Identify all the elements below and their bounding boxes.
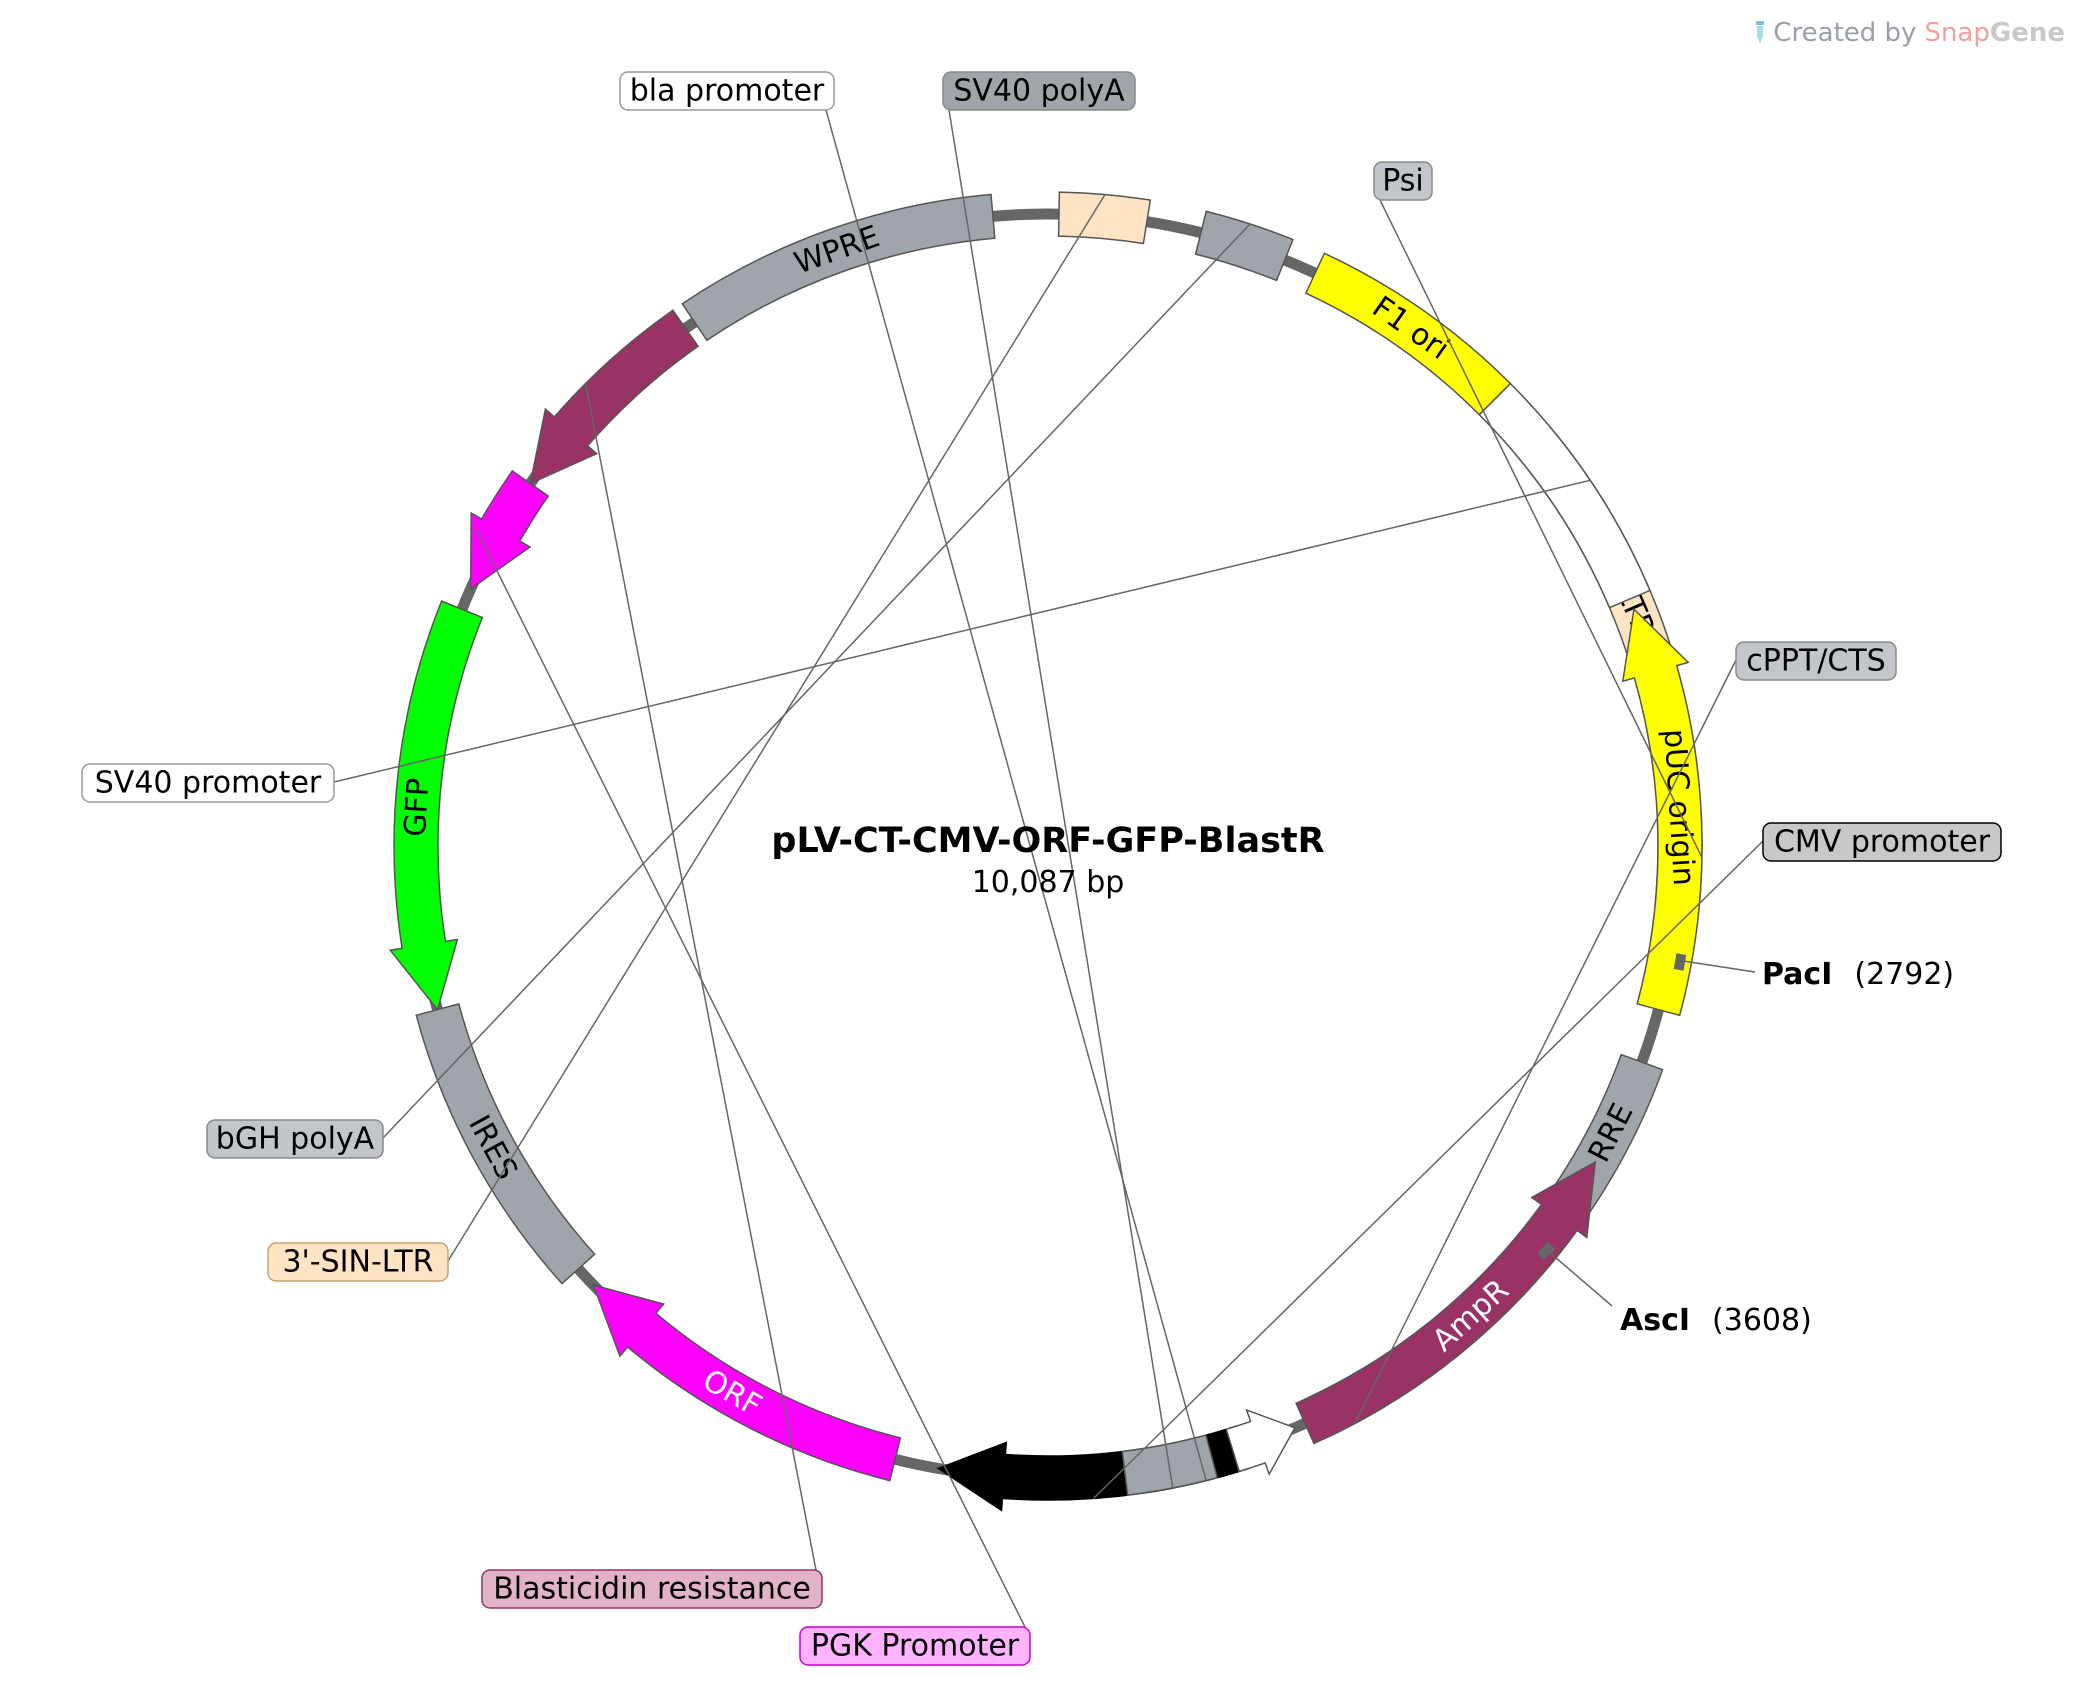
site-paci[interactable]: PacI (2792) <box>1673 953 1954 992</box>
label-cmv-text: CMV promoter <box>1774 825 1991 860</box>
label-sv40pa-text: SV40 polyA <box>953 74 1125 109</box>
feature-puc[interactable]: pUC origin <box>1621 607 1703 1017</box>
label-pgk-text: PGK Promoter <box>811 1629 1020 1664</box>
label-psi-box <box>1373 161 1433 201</box>
label-bgh-text: bGH polyA <box>216 1122 375 1157</box>
site-asci[interactable]: AscI (3608) <box>1536 1241 1812 1338</box>
svg-text:PacI(2792): PacI (2792) <box>1762 957 1954 992</box>
label-blast[interactable]: Blasticidin resistance <box>481 1569 823 1609</box>
labels-layer: bla promoter SV40 polyA Psi cPPT/CTS CMV pro… <box>81 71 2002 1666</box>
label-cmv-box <box>1762 822 2002 862</box>
label-cppt[interactable]: cPPT/CTS <box>1735 641 1897 681</box>
site-paci-leader <box>1682 960 1756 973</box>
feature-ltr3-shape <box>1057 191 1152 245</box>
feature-sv40p[interactable] <box>1478 382 1651 609</box>
leader-bgh <box>382 223 1251 1139</box>
feature-blast[interactable] <box>529 309 700 485</box>
label-sv40p-box <box>81 763 335 803</box>
credit-brand-snap: Snap <box>1924 18 1990 48</box>
feature-bgh[interactable] <box>1194 210 1294 282</box>
feature-gfp[interactable]: GFP <box>388 600 484 1012</box>
label-bla-box <box>619 71 835 111</box>
feature-pgk[interactable] <box>469 469 550 591</box>
label-sv40pa[interactable]: SV40 polyA <box>942 71 1136 111</box>
label-bla-text: bla promoter <box>630 74 825 109</box>
site-asci-tick <box>1536 1241 1556 1261</box>
feature-blast-shape <box>529 309 700 485</box>
site-asci-position: (3608) <box>1712 1303 1812 1338</box>
leader-pgk <box>475 528 1026 1628</box>
label-ltr3[interactable]: 3'-SIN-LTR <box>267 1242 449 1282</box>
feature-bgh-shape <box>1194 210 1294 282</box>
feature-ires[interactable]: IRES <box>415 1002 596 1285</box>
snapgene-credit: Created by SnapGene <box>1755 18 2065 48</box>
leader-blast <box>584 383 817 1571</box>
feature-wpre-shape <box>681 193 996 342</box>
label-ltr3-box <box>267 1242 449 1282</box>
label-pgk-box <box>799 1626 1031 1666</box>
label-ltr3-text: 3'-SIN-LTR <box>282 1245 433 1280</box>
label-psi[interactable]: Psi <box>1373 161 1433 201</box>
plasmid-length: 10,087 bp <box>972 865 1125 900</box>
site-asci-leader <box>1547 1250 1613 1307</box>
label-bgh-box <box>206 1119 384 1159</box>
feature-puc-shape <box>1621 607 1703 1017</box>
site-paci-tick <box>1673 953 1687 971</box>
leaders-layer <box>333 109 1764 1628</box>
feature-blap-shape <box>1225 1408 1296 1477</box>
feature-ampr[interactable]: AmpR <box>1295 1160 1597 1445</box>
label-blast-text: Blasticidin resistance <box>493 1572 811 1607</box>
label-cppt-box <box>1735 641 1897 681</box>
leader-ltr3 <box>447 194 1106 1262</box>
credit-brand-gene: Gene <box>1989 18 2065 48</box>
feature-blap[interactable] <box>1225 1408 1296 1477</box>
site-paci-position: (2792) <box>1854 957 1954 992</box>
label-sv40p[interactable]: SV40 promoter <box>81 763 335 803</box>
site-paci-name: PacI <box>1762 957 1832 992</box>
feature-wpre[interactable]: WPRE <box>681 193 996 342</box>
feature-pgk-shape <box>469 469 550 591</box>
leader-cppt <box>1354 659 1737 1424</box>
leader-cmv <box>1093 840 1764 1499</box>
site-asci-name: AscI <box>1620 1303 1690 1338</box>
feature-f1[interactable]: F1 ori <box>1304 252 1512 416</box>
feature-gfp-label: GFP <box>398 777 437 838</box>
label-pgk[interactable]: PGK Promoter <box>799 1626 1031 1666</box>
label-sv40p-text: SV40 promoter <box>95 766 322 801</box>
label-bgh[interactable]: bGH polyA <box>206 1119 384 1159</box>
feature-orf-shape <box>592 1283 902 1482</box>
svg-text:AscI(3608): AscI (3608) <box>1620 1303 1812 1338</box>
plasmid-name: pLV-CT-CMV-ORF-GFP-BlastR <box>771 821 1324 861</box>
label-psi-text: Psi <box>1382 164 1424 199</box>
label-cppt-text: cPPT/CTS <box>1746 644 1885 679</box>
leader-bla <box>825 109 1207 1481</box>
feature-ampr-shape <box>1295 1160 1597 1445</box>
feature-sv40p-shape <box>1478 382 1651 609</box>
tube-icon <box>1756 21 1765 44</box>
feature-orf[interactable]: ORF <box>592 1283 902 1482</box>
label-blast-box <box>481 1569 823 1609</box>
label-cmv[interactable]: CMV promoter <box>1762 822 2002 862</box>
label-sv40pa-box <box>942 71 1136 111</box>
leader-sv40p <box>333 479 1591 783</box>
feature-ltr3[interactable] <box>1057 191 1152 245</box>
feature-gfp-shape <box>388 600 484 1012</box>
credit-prefix: Created by <box>1773 18 1917 48</box>
leader-psi <box>1379 199 1703 858</box>
label-bla[interactable]: bla promoter <box>619 71 835 111</box>
leader-sv40pa <box>948 109 1174 1489</box>
